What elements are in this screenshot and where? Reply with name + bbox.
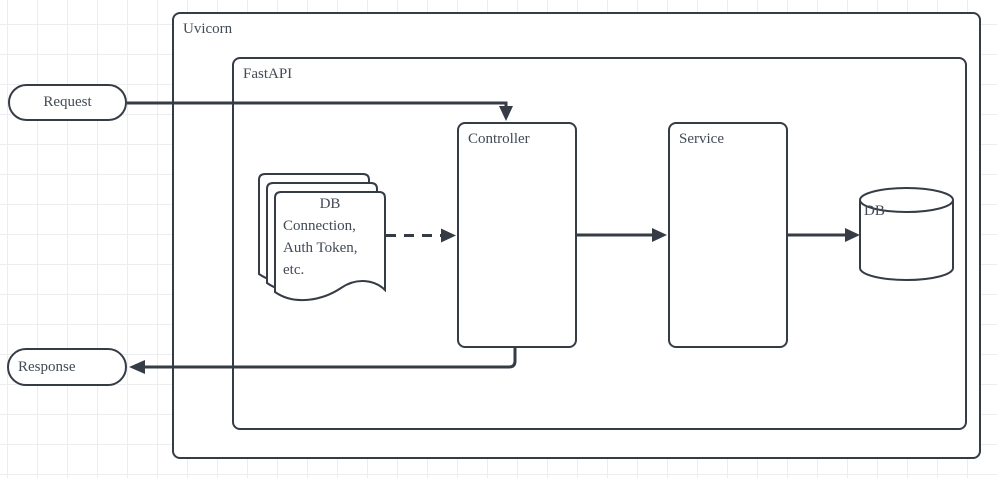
request-label: Request (43, 94, 92, 110)
controller-label: Controller (468, 131, 530, 147)
config-note-line: DB (319, 196, 341, 212)
fastapi-label: FastAPI (243, 66, 293, 82)
controller-box: Controller (457, 122, 577, 348)
db-label: DB (864, 203, 885, 219)
response-label: Response (18, 358, 76, 375)
service-box: Service (668, 122, 788, 348)
config-note-text: DB Connection, Auth Token, etc. (277, 193, 383, 281)
config-note-line: Connection, (283, 218, 356, 234)
config-note-line: Auth Token, (283, 240, 358, 256)
request-pill: Request (8, 84, 127, 121)
config-note-line: etc. (283, 262, 305, 278)
response-pill: Response (7, 348, 127, 386)
service-label: Service (679, 131, 724, 147)
uvicorn-label: Uvicorn (183, 21, 233, 37)
